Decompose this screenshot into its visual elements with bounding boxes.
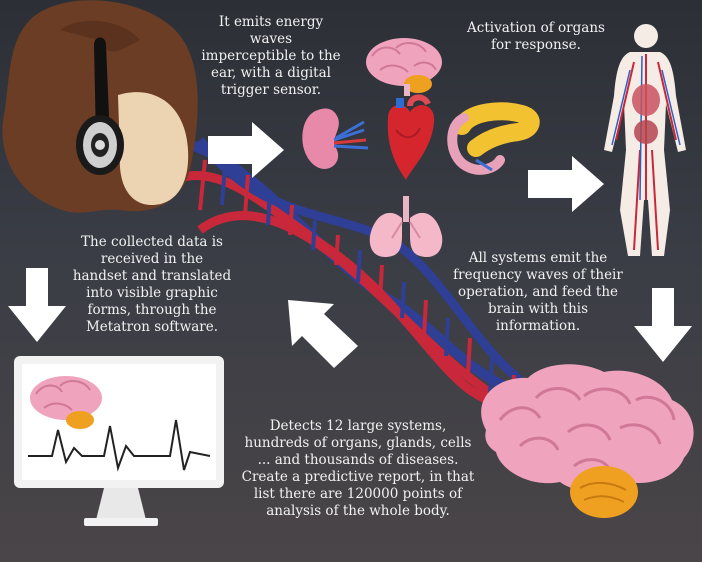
dna-helix-icon xyxy=(169,135,582,435)
caption-collected-data: The collected data is received in the ha… xyxy=(72,234,232,335)
kidney-icon xyxy=(302,108,369,169)
face xyxy=(118,92,189,205)
brain-icon xyxy=(30,376,102,429)
pulse-graph xyxy=(28,419,211,472)
arrow-icon xyxy=(528,156,604,212)
brain-icon xyxy=(366,38,442,96)
arrow-icon xyxy=(288,300,358,368)
arrow-icon xyxy=(208,122,284,178)
caption-detects-systems: Detects 12 large systems, hundreds of or… xyxy=(241,418,475,519)
person-with-headphones xyxy=(2,0,198,213)
lungs-icon xyxy=(369,196,443,258)
caption-organ-activation: Activation of organs for response. xyxy=(467,20,605,53)
caption-systems-emit: All systems emit the frequency waves of … xyxy=(453,250,623,334)
caption-energy-waves: It emits energy waves imperceptible to t… xyxy=(201,14,341,98)
human-anatomy-icon xyxy=(604,24,686,256)
monitor-icon xyxy=(14,356,224,526)
arrow-icon xyxy=(634,288,692,362)
brain-icon xyxy=(481,364,694,518)
arrow-icon xyxy=(8,268,66,342)
heart-icon xyxy=(387,94,435,180)
headphones-icon xyxy=(76,37,124,175)
pancreas-icon xyxy=(447,102,540,175)
